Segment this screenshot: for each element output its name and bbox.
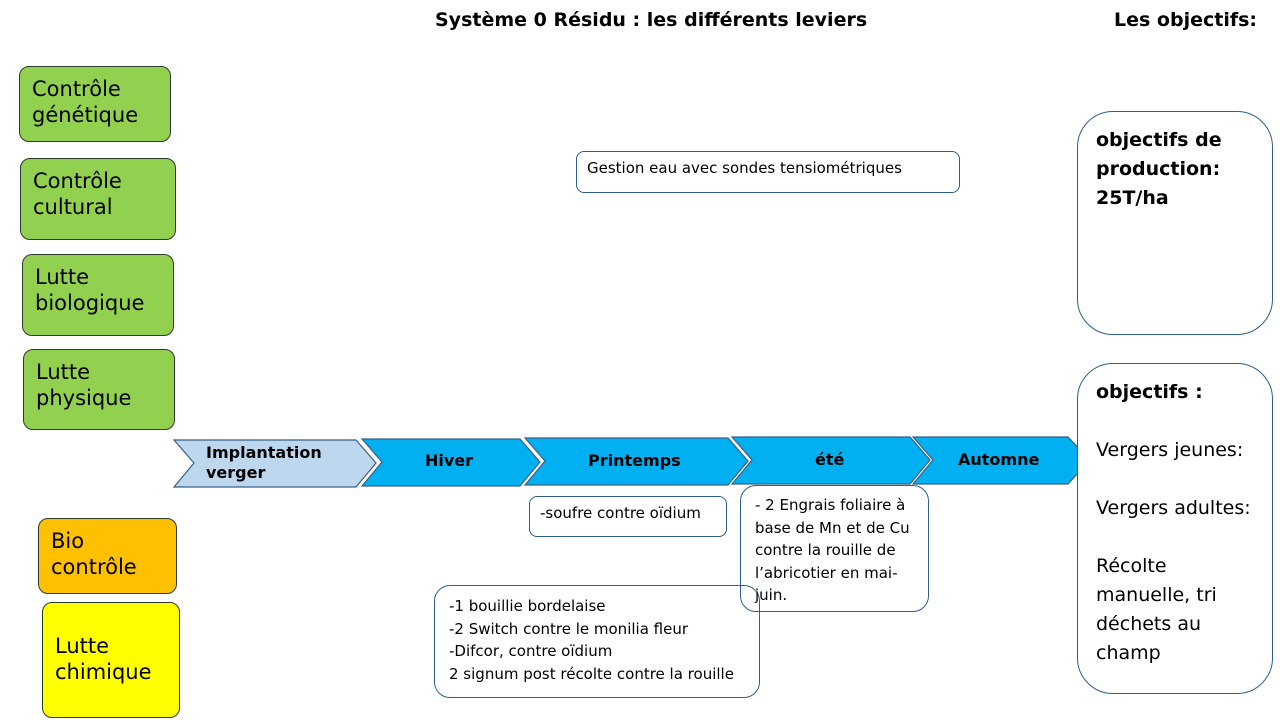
note-line: l’abricotier en mai- xyxy=(755,563,898,582)
phase-ete-label: été xyxy=(815,450,845,469)
objective-line: Vergers jeunes: xyxy=(1096,439,1244,461)
objective-production-box: objectifs de production: 25T/ha xyxy=(1077,111,1273,335)
note-line: juin. xyxy=(755,586,788,604)
note-line: -1 bouillie bordelaise xyxy=(449,597,606,615)
objective-line: Vergers adultes: xyxy=(1096,497,1251,519)
lever-biological-control: Lutte biologique xyxy=(22,254,174,336)
phase-implantation-label: Implantation verger xyxy=(206,443,322,483)
note-chemical-treatments: -1 bouillie bordelaise -2 Switch contre … xyxy=(434,585,760,698)
note-line: 2 signum post récolte contre la rouille xyxy=(449,664,734,683)
lever-chemical-control: Lutte chimique xyxy=(42,602,180,718)
lever-biocontrol: Bio contrôle xyxy=(38,518,177,594)
chevron-implantation xyxy=(172,439,377,488)
note-water-management: Gestion eau avec sondes tensiométriques xyxy=(576,151,960,193)
lever-label-line1: Bio xyxy=(51,529,85,553)
lever-label-line1: Lutte xyxy=(55,634,110,658)
phase-label-line1: Implantation xyxy=(206,443,322,462)
lever-label-line1: Contrôle xyxy=(32,77,121,101)
lever-label-line1: Lutte xyxy=(35,265,90,289)
note-line: -2 Switch contre le monilia fleur xyxy=(449,619,689,638)
lever-label-line2: chimique xyxy=(55,660,152,684)
note-line: contre la rouille de xyxy=(755,541,896,559)
lever-physical-control: Lutte physique xyxy=(23,349,175,430)
lever-cultural-control: Contrôle cultural xyxy=(20,158,176,240)
objective-heading: objectifs : xyxy=(1096,381,1203,403)
note-line: base de Mn et de Cu xyxy=(755,518,910,537)
lever-label-line2: génétique xyxy=(32,103,139,127)
phase-automne-label: Automne xyxy=(958,450,1040,469)
lever-label-line2: physique xyxy=(36,386,132,410)
objective-line: manuelle, tri xyxy=(1096,584,1217,606)
chevron-printemps xyxy=(523,437,749,486)
lever-label-line1: Contrôle xyxy=(33,169,122,193)
phase-hiver-label: Hiver xyxy=(425,451,474,470)
chevron-automne xyxy=(911,436,1091,485)
objective-line: objectifs de xyxy=(1096,129,1222,151)
lever-label-line1: Lutte xyxy=(36,360,91,384)
objective-line: Récolte xyxy=(1096,555,1167,577)
chevron-hiver xyxy=(360,438,541,487)
phase-label-line2: verger xyxy=(206,463,266,482)
lever-label-line2: cultural xyxy=(33,195,113,219)
note-line: -Difcor, contre oïdium xyxy=(449,642,613,660)
objective-line: déchets au xyxy=(1096,613,1202,635)
note-sulfur: -soufre contre oïdium xyxy=(529,496,727,537)
note-foliar-fertilizer: - 2 Engrais foliaire à base de Mn et de … xyxy=(740,485,929,612)
objective-quality-box: objectifs : Vergers jeunes: Vergers adul… xyxy=(1077,363,1273,694)
phase-printemps-label: Printemps xyxy=(588,451,681,470)
lever-genetic-control: Contrôle génétique xyxy=(19,66,171,142)
objective-line: production: xyxy=(1096,158,1221,180)
objective-line: champ xyxy=(1096,642,1161,664)
lever-label-line2: biologique xyxy=(35,291,145,315)
note-line: - 2 Engrais foliaire à xyxy=(755,496,906,514)
objectives-header: Les objectifs: xyxy=(1114,9,1258,31)
objective-line: 25T/ha xyxy=(1096,187,1169,209)
chevron-ete xyxy=(730,436,931,485)
diagram-title: Système 0 Résidu : les différents levier… xyxy=(435,9,868,31)
lever-label-line2: contrôle xyxy=(51,555,137,579)
